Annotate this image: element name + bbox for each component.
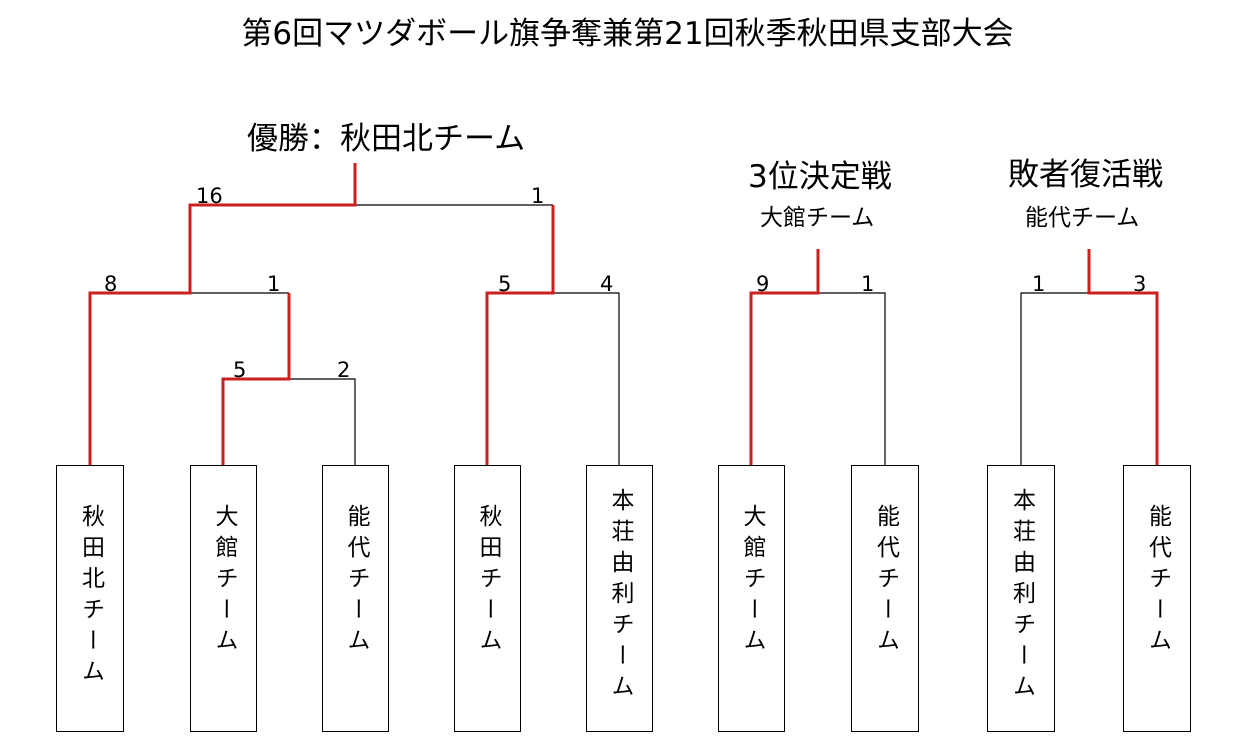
sf2-winner-line <box>485 205 555 465</box>
score-final-left: 16 <box>196 184 223 208</box>
team-name: 本荘由利チーム <box>607 488 633 705</box>
team-box-7: 能代チーム <box>851 465 919 732</box>
team-box-8: 本荘由利チーム <box>987 465 1055 732</box>
final-winner-line <box>88 163 357 465</box>
team-name: 大館チーム <box>211 504 237 659</box>
score-third-right: 1 <box>861 272 875 296</box>
winner-lines <box>88 163 1159 465</box>
team-name: 能代チーム <box>343 504 369 659</box>
team-name: 能代チーム <box>872 504 899 659</box>
score-qf-right: 2 <box>337 358 351 382</box>
score-sf2-left: 5 <box>498 272 512 296</box>
team-name: 秋田チーム <box>475 504 501 659</box>
rep-winner-line <box>1087 249 1159 465</box>
sf1-winner-line <box>221 293 291 465</box>
score-final-right: 1 <box>531 184 545 208</box>
score-qf-left: 5 <box>233 358 247 382</box>
team-name: 本荘由利チーム <box>1008 488 1035 705</box>
third-place-heading: 3位決定戦 <box>748 159 892 195</box>
champion-label: 優勝：秋田北チーム <box>247 121 526 157</box>
third-right-line <box>818 292 886 465</box>
team-name: 能代チーム <box>1144 504 1171 659</box>
repechage-winner: 能代チーム <box>1025 205 1140 231</box>
team-box-6: 大館チーム <box>718 465 785 732</box>
score-sf1-right: 1 <box>267 272 281 296</box>
loser-lines <box>190 204 1089 465</box>
rep-left-line <box>1020 292 1089 465</box>
team-box-4: 秋田チーム <box>454 465 521 732</box>
team-box-1: 秋田北チーム <box>56 465 124 732</box>
team-box-9: 能代チーム <box>1123 465 1191 732</box>
score-rep-right: 3 <box>1133 272 1147 296</box>
page-title: 第6回マツダボール旗争奪兼第21回秋季秋田県支部大会 <box>241 16 1014 52</box>
third-place-winner: 大館チーム <box>760 205 875 231</box>
team-box-5: 本荘由利チーム <box>586 465 653 732</box>
team-box-2: 大館チーム <box>190 465 257 732</box>
third-winner-line <box>749 249 820 465</box>
score-third-left: 9 <box>756 272 770 296</box>
sf2-right-line <box>553 292 620 465</box>
qf-right-line <box>289 378 356 465</box>
repechage-heading: 敗者復活戦 <box>1008 157 1163 193</box>
team-name: 秋田北チーム <box>77 504 104 690</box>
score-sf1-left: 8 <box>104 272 118 296</box>
team-box-3: 能代チーム <box>322 465 389 732</box>
score-rep-left: 1 <box>1032 272 1046 296</box>
score-sf2-right: 4 <box>600 272 614 296</box>
team-name: 大館チーム <box>739 504 765 659</box>
